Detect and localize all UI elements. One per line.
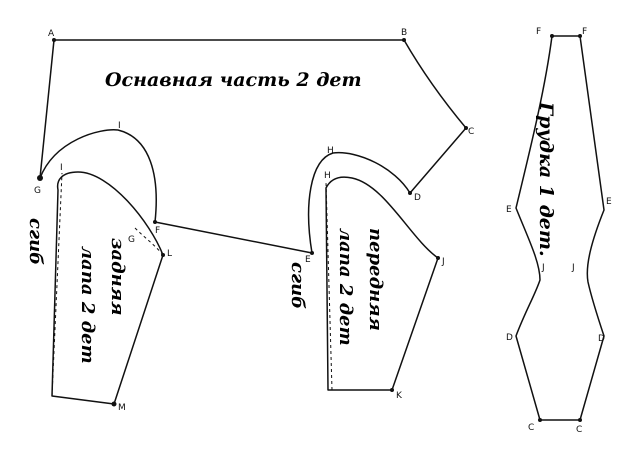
point-k-dot xyxy=(390,388,394,392)
chest-point-j-right-label: J xyxy=(571,263,575,273)
back-paw-title-line1: задняя xyxy=(107,238,128,315)
point-b-label: B xyxy=(401,28,407,38)
chest-pattern: F F E E J J D D C C Грудка 1 дет. xyxy=(506,27,612,435)
point-j-dot xyxy=(436,256,440,260)
chest-point-c-right-dot xyxy=(578,418,582,422)
chest-point-c-left-dot xyxy=(538,418,542,422)
chest-point-e-left-label: E xyxy=(506,205,512,215)
point-d-dot xyxy=(408,191,412,195)
chest-title: Грудка 1 дет. xyxy=(535,101,557,257)
chest-point-f-right-label: F xyxy=(582,27,587,37)
main-part-connecting-line xyxy=(154,221,313,254)
point-h-top-label: H xyxy=(327,146,334,156)
point-m-label: M xyxy=(118,403,126,413)
point-g-label: G xyxy=(34,186,41,196)
point-j-label: J xyxy=(441,257,445,267)
point-i-inner-label: I xyxy=(60,163,63,173)
point-f-label: F xyxy=(155,226,160,236)
chest-point-e-right-label: E xyxy=(606,197,612,207)
front-paw-pattern: H J K сгиб передняя лапа 2 дет xyxy=(287,171,445,401)
point-h-inner-label: H xyxy=(324,171,331,181)
back-paw-dart xyxy=(134,227,164,256)
point-m-dot xyxy=(111,401,117,407)
front-fold-label: сгиб xyxy=(287,262,308,309)
point-i-top-label: I xyxy=(118,121,121,131)
main-part-pattern: A B C D G I H F E Оснавная часть 2 дет xyxy=(34,28,474,265)
point-g-small-label: G xyxy=(128,235,135,245)
front-paw-title-line2: лапа 2 дет xyxy=(335,228,356,346)
chest-point-c-left-label: C xyxy=(528,423,534,433)
point-l-dot xyxy=(161,253,165,257)
point-d-label: D xyxy=(414,193,421,203)
chest-point-d-right-label: D xyxy=(598,334,605,344)
chest-point-d-left-label: D xyxy=(506,333,513,343)
point-l-label: L xyxy=(167,249,172,259)
point-f-dot xyxy=(153,220,157,224)
chest-point-f-right-dot xyxy=(578,34,582,38)
front-paw-title-line1: передняя xyxy=(365,228,386,331)
point-a-label: A xyxy=(48,29,55,39)
point-k-label: K xyxy=(396,391,403,401)
main-part-title: Оснавная часть 2 дет xyxy=(105,69,362,91)
main-part-top-arc xyxy=(39,129,157,223)
back-paw-fold-line xyxy=(51,172,63,397)
point-c-dot xyxy=(464,126,468,130)
main-part-outline xyxy=(39,39,467,194)
chest-point-f-left-dot xyxy=(550,34,554,38)
main-part-neck-curve xyxy=(307,151,411,254)
chest-point-f-left-label: F xyxy=(536,27,541,37)
front-paw-outline xyxy=(325,176,439,391)
point-g-dot xyxy=(37,175,43,181)
back-paw-pattern: I L M G сгиб задняя лапа 2 дет xyxy=(25,163,172,413)
point-e-dot xyxy=(310,251,314,255)
back-fold-label: сгиб xyxy=(25,218,46,265)
point-c-label: C xyxy=(468,127,474,137)
chest-point-j-left-label: J xyxy=(541,263,545,273)
point-e-label: E xyxy=(305,255,311,265)
chest-point-c-right-label: C xyxy=(576,425,582,435)
front-paw-fold-line xyxy=(325,181,333,391)
back-paw-outline xyxy=(51,171,164,405)
back-paw-title-line2: лапа 2 дет xyxy=(77,246,98,364)
point-b-dot xyxy=(402,38,406,42)
chest-outline xyxy=(515,35,605,421)
point-a-dot xyxy=(52,38,56,42)
